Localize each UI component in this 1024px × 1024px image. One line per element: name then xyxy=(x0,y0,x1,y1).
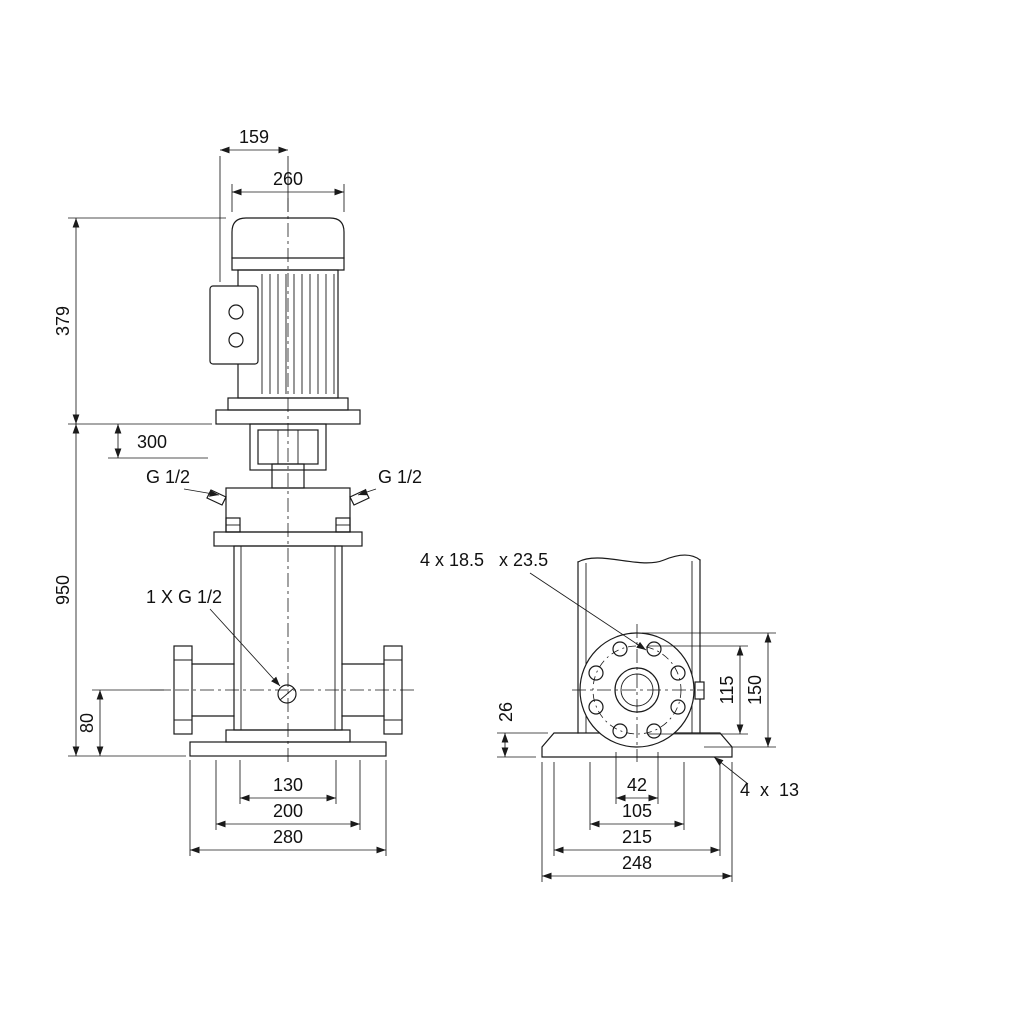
flange-face-drawing xyxy=(572,624,705,762)
vent-left-label: G 1/2 xyxy=(146,467,190,487)
dim-130-label: 130 xyxy=(273,775,303,795)
dim-159-label: 159 xyxy=(239,127,269,147)
cable-entry-bottom xyxy=(228,332,244,348)
dim-280-label: 280 xyxy=(273,827,303,847)
motor-drawing xyxy=(209,217,361,425)
flange-holes-label: 4 x 18.5 x 23.5 xyxy=(420,550,548,570)
side-view: 4 x 18.5 x 23.5 26 115 150 42 105 215 xyxy=(420,550,799,882)
dim-105-label: 105 xyxy=(622,801,652,821)
front-view-dimensions: 159 260 379 950 300 80 130 xyxy=(53,127,422,856)
dim-215-label: 215 xyxy=(622,827,652,847)
side-view-dimensions: 4 x 18.5 x 23.5 26 115 150 42 105 215 xyxy=(420,550,799,882)
cable-entry-top xyxy=(228,304,244,320)
dim-950-label: 950 xyxy=(53,575,73,605)
suction-flange xyxy=(173,645,193,735)
dim-300-label: 300 xyxy=(137,432,167,452)
dim-26-label: 26 xyxy=(496,702,516,722)
vent-right-label: G 1/2 xyxy=(378,467,422,487)
side-base-drawing xyxy=(541,732,733,758)
drain-plug xyxy=(277,684,297,704)
dim-260-label: 260 xyxy=(273,169,303,189)
dim-42-label: 42 xyxy=(627,775,647,795)
terminal-box xyxy=(209,285,259,365)
dim-150-label: 150 xyxy=(745,675,765,705)
side-plug xyxy=(694,681,705,700)
dim-115-label: 115 xyxy=(717,676,737,705)
drain-label: 1 X G 1/2 xyxy=(146,587,222,607)
break-line xyxy=(577,554,701,564)
base-holes-label: 4 x 13 xyxy=(740,780,799,800)
pump-base-drawing xyxy=(189,729,387,757)
front-view: 159 260 379 950 300 80 130 xyxy=(53,127,422,856)
dim-200-label: 200 xyxy=(273,801,303,821)
front-centerlines xyxy=(150,198,418,764)
port-flanges-drawing xyxy=(173,645,403,735)
dim-379-label: 379 xyxy=(53,306,73,336)
dim-80-label: 80 xyxy=(77,713,97,733)
discharge-flange xyxy=(383,645,403,735)
vent-plug-left xyxy=(206,489,227,506)
dim-248-label: 248 xyxy=(622,853,652,873)
